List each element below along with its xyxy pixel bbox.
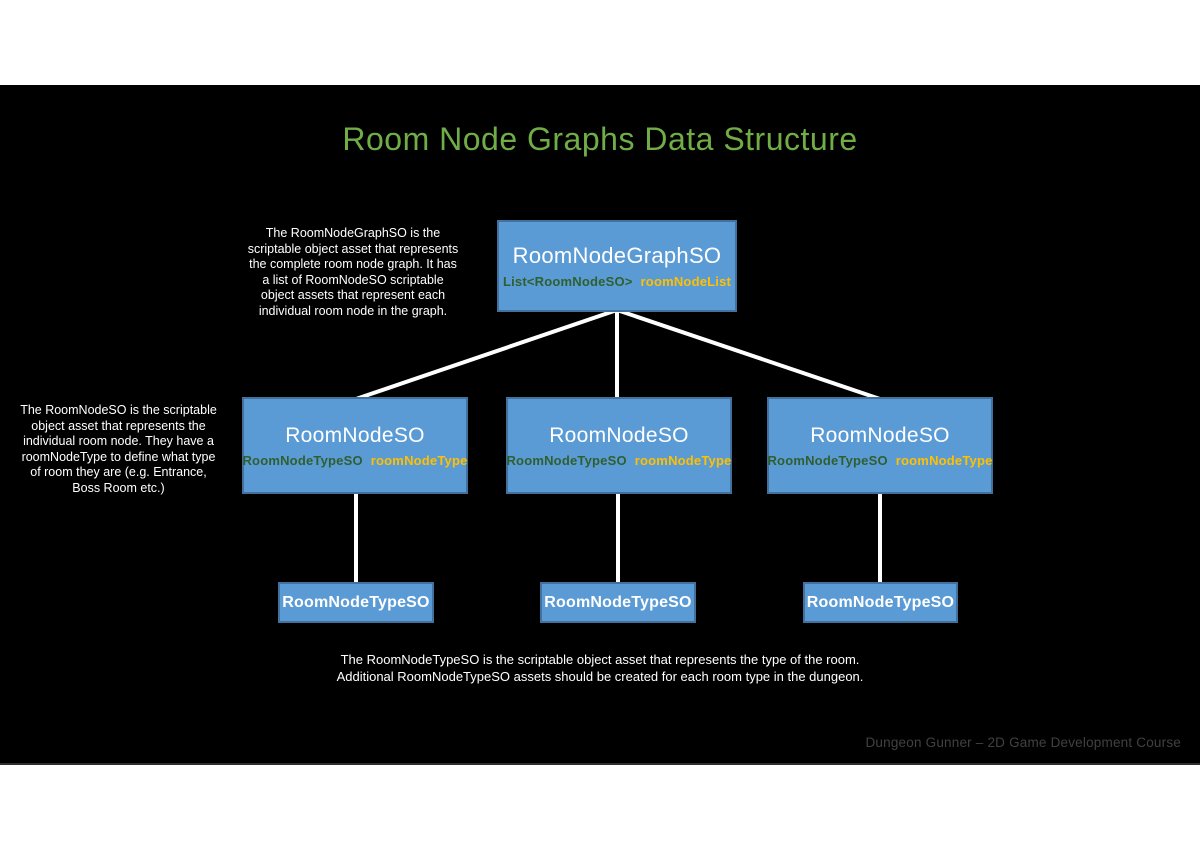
room-node-box-2: RoomNodeSO RoomNodeTypeSO roomNodeType (506, 397, 732, 494)
course-footer: Dungeon Gunner – 2D Game Development Cou… (865, 735, 1181, 750)
node-note: The RoomNodeSO is the scriptable object … (20, 403, 217, 495)
room-node-graph-title: RoomNodeGraphSO (512, 243, 722, 268)
field-type-label: RoomNodeTypeSO (242, 452, 363, 468)
field-name-label: roomNodeType (370, 452, 468, 468)
field-type-label: RoomNodeTypeSO (767, 452, 888, 468)
room-node-type-box-3: RoomNodeTypeSO (803, 582, 958, 623)
room-node-type-label: RoomNodeTypeSO (282, 593, 430, 611)
room-node-title: RoomNodeSO (549, 423, 689, 447)
field-name-label: roomNodeList (640, 274, 732, 289)
connector-lines (354, 308, 882, 584)
room-node-type-label: RoomNodeTypeSO (806, 593, 955, 611)
room-node-box-3: RoomNodeSO RoomNodeTypeSO roomNodeType (767, 397, 993, 494)
graph-note: The RoomNodeGraphSO is the scriptable ob… (247, 226, 459, 318)
slide: Room Node Graphs Data Structure The Room… (0, 85, 1200, 765)
field-name-label: roomNodeType (895, 452, 993, 468)
room-node-graph-box: RoomNodeGraphSO List<RoomNodeSO> roomNode… (497, 220, 737, 312)
room-node-graph-field: List<RoomNodeSO> roomNodeList (503, 274, 731, 289)
room-node-type-label: RoomNodeTypeSO (544, 593, 692, 611)
room-node-field: RoomNodeTypeSO roomNodeType (242, 453, 467, 468)
room-node-field: RoomNodeTypeSO roomNodeType (506, 453, 731, 468)
room-node-type-box-2: RoomNodeTypeSO (540, 582, 696, 623)
type-note: The RoomNodeTypeSO is the scriptable obj… (336, 652, 864, 684)
room-node-title: RoomNodeSO (285, 423, 425, 447)
room-node-title: RoomNodeSO (810, 423, 950, 447)
page-title: Room Node Graphs Data Structure (342, 121, 858, 157)
field-type-label: RoomNodeTypeSO (506, 452, 627, 468)
field-name-label: roomNodeType (634, 452, 732, 468)
room-node-box-1: RoomNodeSO RoomNodeTypeSO roomNodeType (242, 397, 468, 494)
room-node-field: RoomNodeTypeSO roomNodeType (767, 453, 992, 468)
field-type-label: List<RoomNodeSO> (502, 274, 633, 289)
room-node-type-box-1: RoomNodeTypeSO (278, 582, 434, 623)
